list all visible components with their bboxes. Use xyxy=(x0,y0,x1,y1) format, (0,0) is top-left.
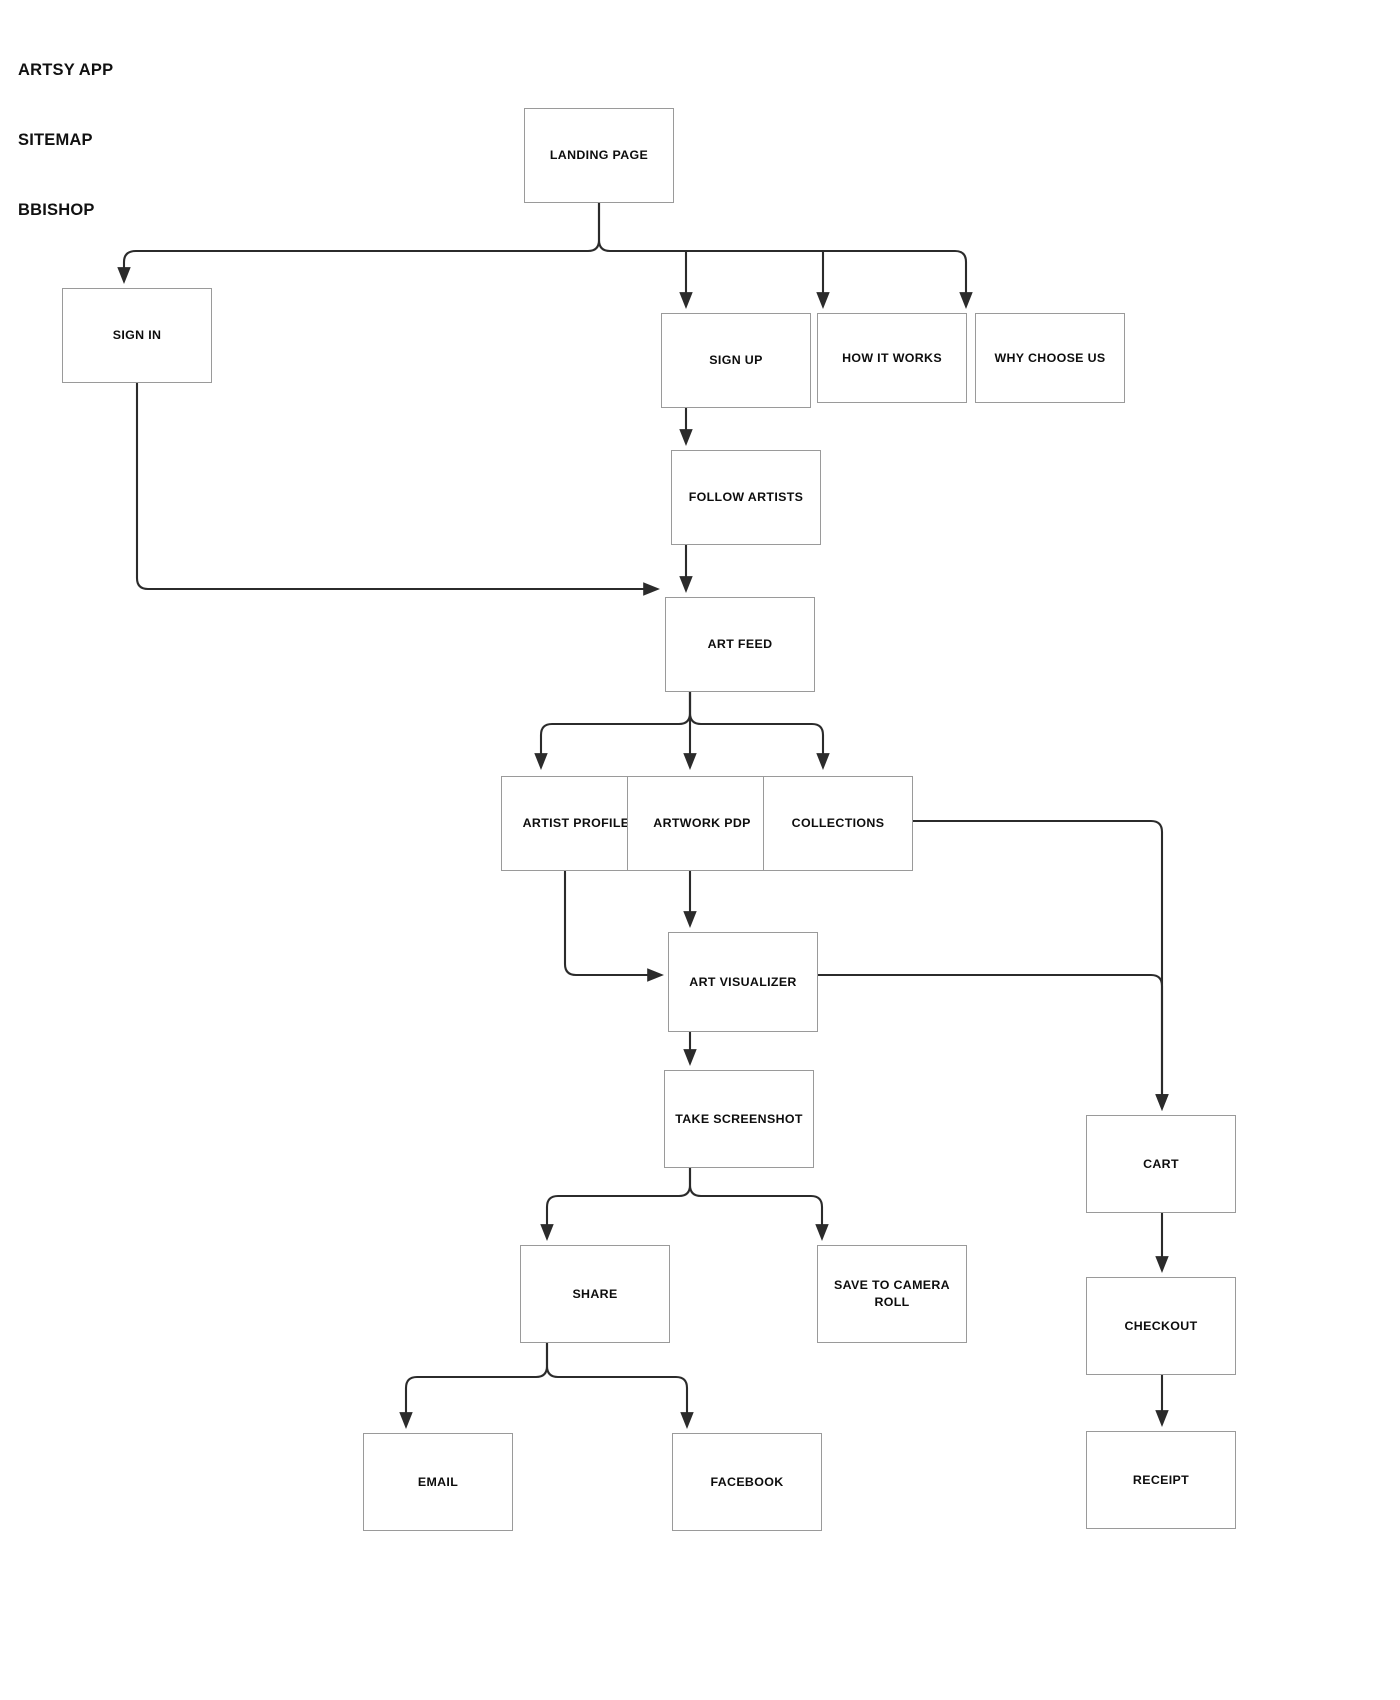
node-artist-profile[interactable]: ARTIST PROFILE xyxy=(501,776,651,871)
node-label: ART FEED xyxy=(707,637,773,652)
node-facebook[interactable]: FACEBOOK xyxy=(672,1433,822,1531)
title-line-1: ARTSY APP xyxy=(18,60,114,79)
node-art-visualizer[interactable]: ART VISUALIZER xyxy=(668,932,818,1032)
node-email[interactable]: EMAIL xyxy=(363,1433,513,1531)
node-label: SIGN IN xyxy=(112,328,162,343)
node-share[interactable]: SHARE xyxy=(520,1245,670,1343)
node-label: HOW IT WORKS xyxy=(842,350,942,365)
node-label: ART VISUALIZER xyxy=(689,974,797,989)
node-label: EMAIL xyxy=(417,1474,459,1489)
node-label: COLLECTIONS xyxy=(791,816,885,831)
edge-share-bus-left xyxy=(399,1343,549,1429)
node-label: SHARE xyxy=(572,1286,618,1301)
node-sign-in[interactable]: SIGN IN xyxy=(62,288,212,383)
node-sign-up[interactable]: SIGN UP xyxy=(661,313,811,408)
node-label: CART xyxy=(1143,1156,1179,1171)
node-checkout[interactable]: CHECKOUT xyxy=(1086,1277,1236,1375)
node-label: TAKE SCREENSHOT xyxy=(675,1111,803,1126)
edge-landing-trunk xyxy=(597,203,955,253)
edge-takescreenshot-bus-right xyxy=(688,1168,829,1241)
edge-landing-trunk-left xyxy=(117,203,601,284)
node-take-screenshot[interactable]: TAKE SCREENSHOT xyxy=(664,1070,814,1168)
edge-signin-to-artfeed xyxy=(135,383,660,596)
node-landing-page[interactable]: LANDING PAGE xyxy=(524,108,674,203)
edge-artfeed-bus-right xyxy=(688,692,830,770)
node-label: SAVE TO CAMERA ROLL xyxy=(834,1278,950,1309)
node-receipt[interactable]: RECEIPT xyxy=(1086,1431,1236,1529)
page-title: ARTSY APP SITEMAP BBISHOP xyxy=(18,12,113,270)
title-line-2: SITEMAP xyxy=(18,131,93,150)
node-label: SIGN UP xyxy=(709,353,763,368)
edge-artfeed-bus-left xyxy=(534,692,692,770)
node-label: CHECKOUT xyxy=(1124,1318,1198,1333)
node-cart[interactable]: CART xyxy=(1086,1115,1236,1213)
node-label: FOLLOW ARTISTS xyxy=(688,490,804,505)
node-label: FACEBOOK xyxy=(710,1474,784,1489)
edge-collections-to-cart xyxy=(913,819,1169,1111)
edge-artistprofile-to-artvisualizer xyxy=(563,871,664,982)
node-follow-artists[interactable]: FOLLOW ARTISTS xyxy=(671,450,821,545)
node-artwork-pdp[interactable]: ARTWORK PDP xyxy=(627,776,777,871)
edge-share-bus-right xyxy=(545,1343,694,1429)
node-why-choose-us[interactable]: WHY CHOOSE US xyxy=(975,313,1125,403)
node-label: ARTIST PROFILE xyxy=(522,816,630,831)
edge-takescreenshot-bus-left xyxy=(540,1168,692,1241)
edge-artvisualizer-to-cart xyxy=(818,973,1169,1111)
node-label: LANDING PAGE xyxy=(549,148,649,163)
node-how-it-works[interactable]: HOW IT WORKS xyxy=(817,313,967,403)
node-save-to-camera-roll[interactable]: SAVE TO CAMERA ROLL xyxy=(817,1245,967,1343)
edge-landing-to-whychooseus xyxy=(954,249,973,309)
node-label: ARTWORK PDP xyxy=(653,816,751,831)
node-label: RECEIPT xyxy=(1132,1472,1190,1487)
node-label: WHY CHOOSE US xyxy=(994,350,1106,365)
node-art-feed[interactable]: ART FEED xyxy=(665,597,815,692)
title-line-3: BBISHOP xyxy=(18,201,95,220)
node-collections[interactable]: COLLECTIONS xyxy=(763,776,913,871)
